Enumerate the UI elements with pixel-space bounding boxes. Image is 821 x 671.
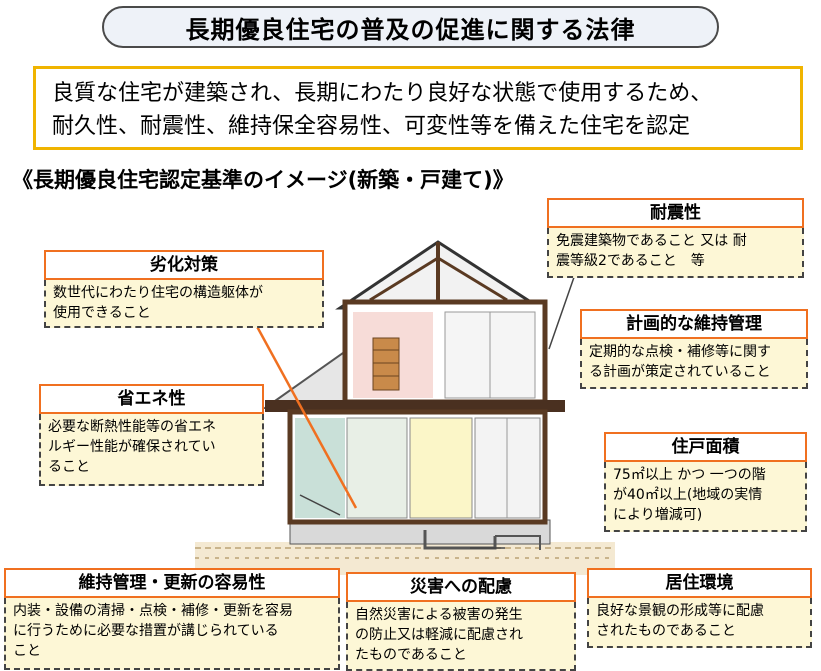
callout-ease-of-maintenance-body: 内装・設備の清掃・点検・補修・更新を容易 に行うために必要な措置が講じられている… [4, 598, 340, 670]
intro-line-2: 耐久性、耐震性、維持保全容易性、可変性等を備えた住宅を認定 [52, 114, 691, 139]
page-title: 長期優良住宅の普及の促進に関する法律 [102, 6, 719, 48]
callout-energy-saving: 省エネ性 必要な断熱性能等の省エネ ルギー性能が確保されてい ること [39, 384, 264, 486]
callout-seismic-resistance: 耐震性 免震建築物であること 又は 耐 震等級2であること 等 [547, 198, 804, 278]
callout-floor-area-line-1: 75㎡以上 かつ 一つの階 [613, 467, 766, 483]
callout-deterioration-body: 数世代にわたり住宅の構造躯体が 使用できること [44, 280, 324, 328]
callout-ease-of-maintenance-line-3: こと [13, 643, 41, 659]
callout-energy-saving-line-1: 必要な断熱性能等の省エネ [48, 419, 216, 435]
callout-ease-of-maintenance: 維持管理・更新の容易性 内装・設備の清掃・点検・補修・更新を容易 に行うために必… [4, 568, 340, 670]
callout-floor-area-body: 75㎡以上 かつ 一つの階 が40㎡以上(地域の実情 により増減可) [604, 462, 807, 532]
callout-floor-area-title: 住戸面積 [604, 432, 807, 462]
callout-energy-saving-title: 省エネ性 [39, 384, 264, 414]
callout-seismic-line-1: 免震建築物であること 又は 耐 [556, 233, 747, 249]
callout-deterioration-line-1: 数世代にわたり住宅の構造躯体が [53, 285, 263, 301]
callout-living-environment-title: 居住環境 [587, 568, 812, 598]
callout-ease-of-maintenance-line-1: 内装・設備の清掃・点検・補修・更新を容易 [13, 603, 293, 619]
callout-living-environment-line-1: 良好な景観の形成等に配慮 [596, 603, 764, 619]
callout-energy-saving-line-2: ルギー性能が確保されてい [48, 439, 216, 455]
callout-living-environment-line-2: されたものであること [596, 623, 736, 639]
callout-deterioration: 劣化対策 数世代にわたり住宅の構造躯体が 使用できること [44, 250, 324, 328]
callout-living-environment: 居住環境 良好な景観の形成等に配慮 されたものであること [587, 568, 812, 648]
callout-deterioration-line-2: 使用できること [53, 305, 151, 321]
intro-box: 良質な住宅が建築され、長期にわたり良好な状態で使用するため、 耐久性、耐震性、維… [33, 66, 803, 150]
callout-floor-area: 住戸面積 75㎡以上 かつ 一つの階 が40㎡以上(地域の実情 により増減可) [604, 432, 807, 532]
page-title-text: 長期優良住宅の普及の促進に関する法律 [185, 15, 636, 44]
diagram-subtitle: 《長期優良住宅認定基準のイメージ(新築・戸建て)》 [12, 168, 514, 192]
callout-disaster-consideration-line-2: の防止又は軽減に配慮され [355, 627, 523, 643]
callout-disaster-consideration-line-3: たものであること [355, 647, 467, 663]
callout-planned-maintenance-body: 定期的な点検・補修等に関す る計画が策定されていること [580, 339, 808, 389]
callout-floor-area-line-3: により増減可) [613, 507, 703, 523]
callout-planned-maintenance-line-2: る計画が策定されていること [589, 364, 771, 380]
callout-energy-saving-body: 必要な断熱性能等の省エネ ルギー性能が確保されてい ること [39, 414, 264, 486]
callout-living-environment-body: 良好な景観の形成等に配慮 されたものであること [587, 598, 812, 648]
callout-deterioration-title: 劣化対策 [44, 250, 324, 280]
callout-seismic-body: 免震建築物であること 又は 耐 震等級2であること 等 [547, 228, 804, 278]
callout-planned-maintenance-title: 計画的な維持管理 [580, 309, 808, 339]
callout-planned-maintenance: 計画的な維持管理 定期的な点検・補修等に関す る計画が策定されていること [580, 309, 808, 389]
callout-ease-of-maintenance-line-2: に行うために必要な措置が講じられている [13, 623, 279, 639]
callout-ease-of-maintenance-title: 維持管理・更新の容易性 [4, 568, 340, 598]
callout-energy-saving-line-3: ること [48, 459, 90, 475]
callout-floor-area-line-2: が40㎡以上(地域の実情 [613, 487, 763, 503]
callout-planned-maintenance-line-1: 定期的な点検・補修等に関す [589, 344, 771, 360]
callout-disaster-consideration-body: 自然災害による被害の発生 の防止又は軽減に配慮され たものであること [346, 602, 576, 671]
intro-line-1: 良質な住宅が建築され、長期にわたり良好な状態で使用するため、 [52, 81, 713, 106]
callout-disaster-consideration-title: 災害への配慮 [346, 572, 576, 602]
callout-seismic-line-2: 震等級2であること 等 [556, 253, 705, 269]
callout-seismic-title: 耐震性 [547, 198, 804, 228]
callout-disaster-consideration: 災害への配慮 自然災害による被害の発生 の防止又は軽減に配慮され たものであるこ… [346, 572, 576, 671]
callout-disaster-consideration-line-1: 自然災害による被害の発生 [355, 607, 523, 623]
